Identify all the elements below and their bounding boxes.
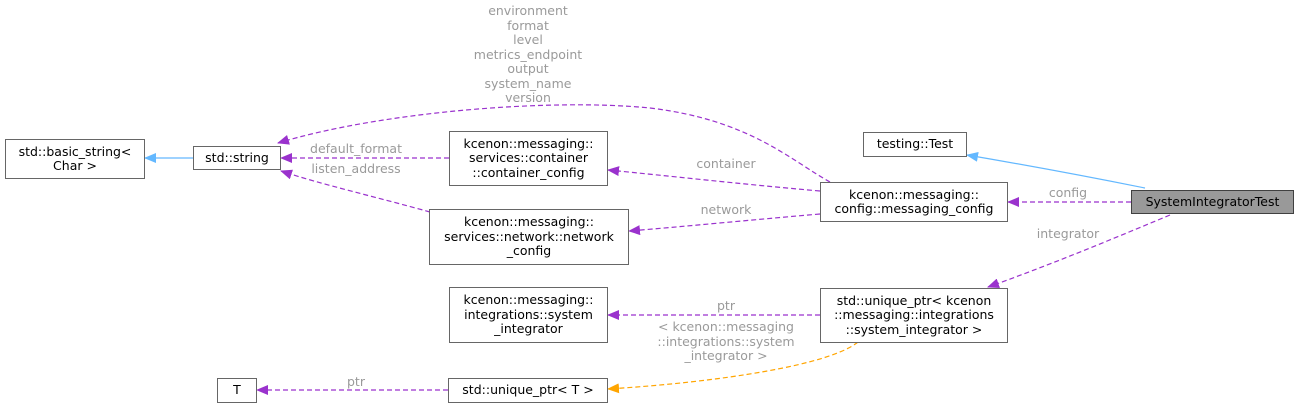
edge-network-config-string [280, 169, 431, 213]
edge-messaging-config-network [628, 213, 821, 236]
node-testing-test[interactable]: testing::Test [863, 132, 967, 157]
node-system-integrator-test[interactable]: SystemIntegratorTest [1131, 190, 1294, 214]
edge-label-container: container [696, 156, 756, 171]
node-std-string[interactable]: std::string [193, 146, 281, 170]
node-basic-string[interactable]: std::basic_string< Char > [5, 139, 145, 179]
node-t[interactable]: T [217, 378, 257, 403]
edge-label-ptr-integrator: ptr [717, 298, 735, 313]
edge-template-instance [607, 341, 859, 394]
edge-label-integrator: integrator [1036, 226, 1100, 241]
edge-label-ptr-t: ptr [347, 374, 365, 389]
edge-test-inherits-testing-test [966, 151, 1146, 189]
edge-label-string-members: environment format level metrics_endpoin… [473, 3, 583, 105]
edge-label-listen-address: listen_address [311, 161, 401, 176]
node-network-config[interactable]: kcenon::messaging:: services::network::n… [429, 209, 629, 265]
node-container-config[interactable]: kcenon::messaging:: services::container … [449, 131, 608, 186]
edge-label-template-args: < kcenon::messaging ::integrations::syst… [657, 319, 795, 363]
edge-messaging-config-container [607, 166, 821, 192]
node-unique-ptr-integrator[interactable]: std::unique_ptr< kcenon ::messaging::int… [820, 288, 1008, 343]
node-messaging-config[interactable]: kcenon::messaging:: config::messaging_co… [820, 182, 1008, 222]
edge-label-default-format: default_format [310, 141, 402, 156]
edge-label-config: config [1048, 185, 1088, 200]
node-system-integrator[interactable]: kcenon::messaging:: integrations::system… [449, 287, 608, 343]
node-unique-ptr-t[interactable]: std::unique_ptr< T > [448, 378, 608, 403]
edge-label-network: network [700, 202, 752, 217]
edge-messaging-config-string-members [277, 104, 831, 183]
edge-test-integrator [987, 214, 1171, 289]
